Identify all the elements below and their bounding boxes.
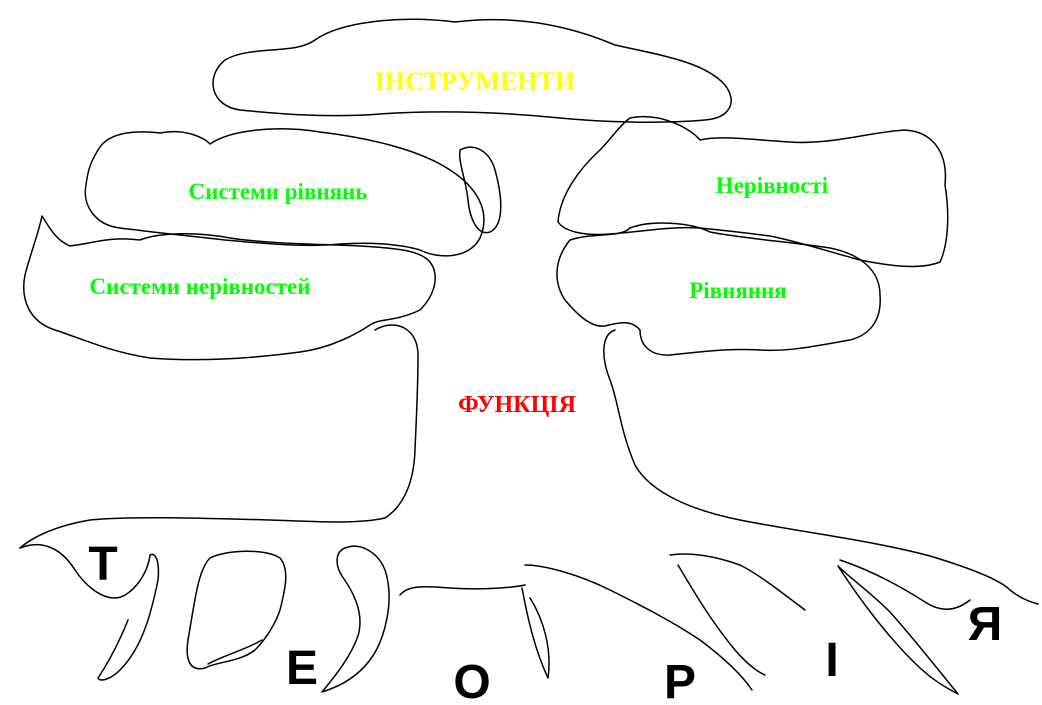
label-equations: Рівняння [689,278,787,303]
root-letter-5: І [825,634,838,687]
root-letter-1: Т [88,538,117,591]
root-letter-4: Р [664,656,696,705]
label-inequalities: Нерівності [716,173,829,198]
root-o-outline [322,546,389,692]
root-p-inner [522,588,549,678]
root-e-curl [208,640,262,664]
left-upper-spur [460,147,501,232]
label-function: ФУНКЦІЯ [458,392,576,418]
root-letter-2: Е [286,642,318,695]
root-letter-3: О [453,656,490,705]
trunk-right-outline [604,330,1038,604]
root-i-outline [670,554,805,610]
root-letters: Т Е О Р І Я [88,538,1002,705]
label-tools: ІНСТРУМЕНТИ [375,67,575,96]
label-systems-of-inequalities: Системи нерівностей [89,274,310,299]
root-letter-6: Я [968,598,1003,651]
root-center-left [400,585,525,595]
label-systems-of-equations: Системи рівнянь [189,179,368,204]
